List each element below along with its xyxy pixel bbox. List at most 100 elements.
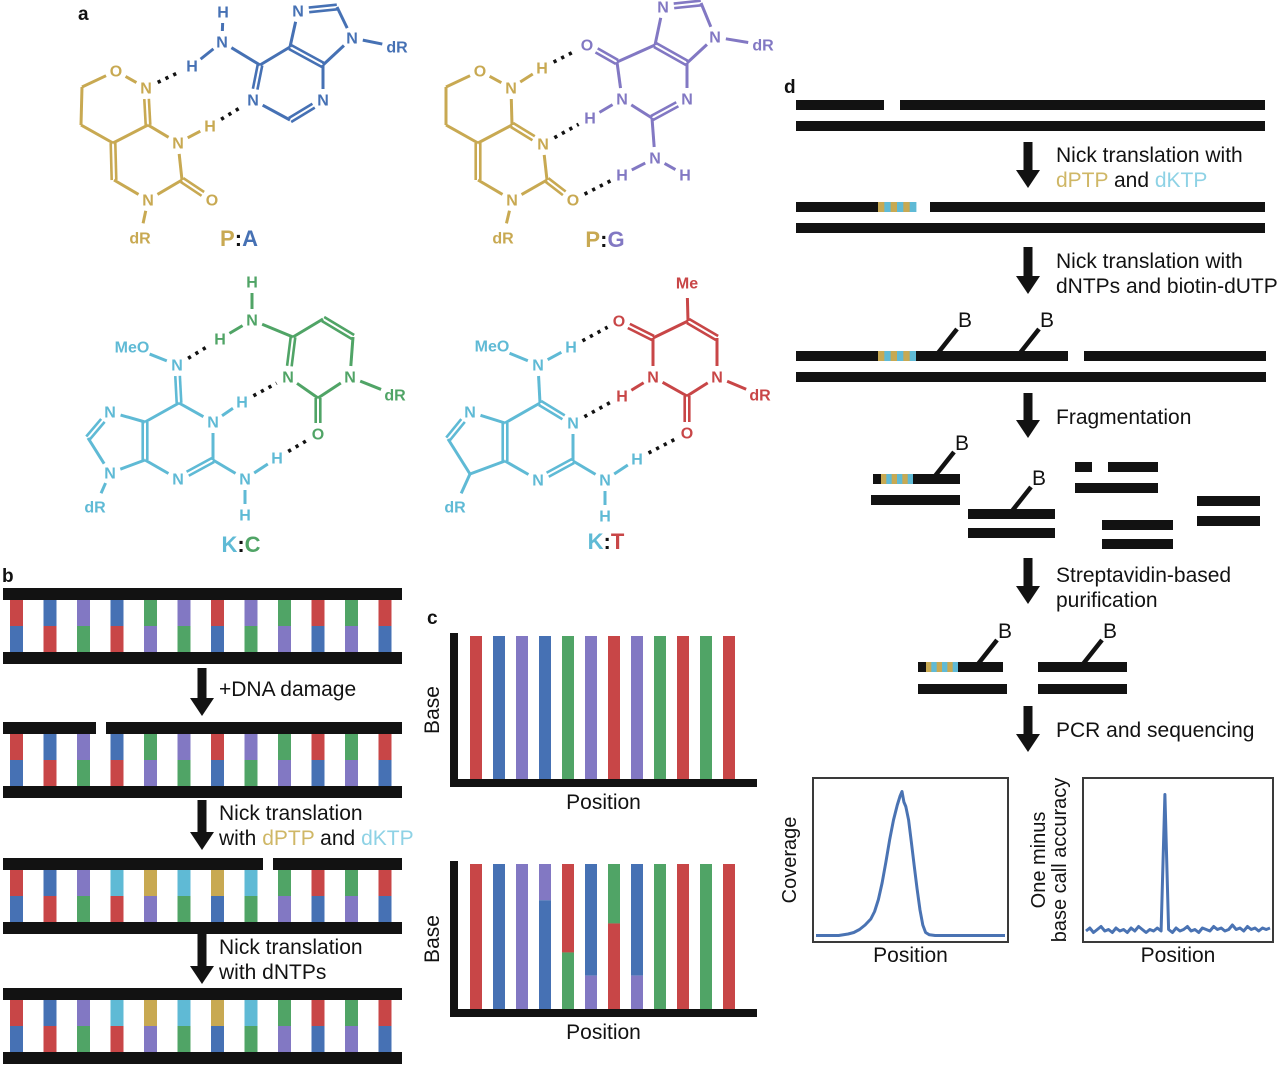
- base-bottom: [244, 1026, 258, 1052]
- converted-segment: [878, 202, 885, 212]
- base-bottom: [77, 760, 90, 786]
- base-top: [278, 734, 291, 760]
- atom-label: N: [537, 137, 549, 154]
- bond: [445, 74, 471, 89]
- atom-label: N: [282, 370, 294, 387]
- bond: [445, 123, 479, 145]
- atom-label: dR: [386, 40, 408, 57]
- converted-segment: [909, 202, 917, 212]
- converted-segment: [881, 474, 887, 484]
- bond: [349, 336, 355, 367]
- bond: [725, 37, 749, 45]
- bond: [544, 180, 564, 197]
- bond: [288, 21, 298, 48]
- pair-caption-PA: P:A: [220, 226, 258, 251]
- bond: [144, 401, 180, 424]
- base-bar: [562, 864, 574, 953]
- base-bottom: [211, 626, 224, 652]
- base-bottom: [43, 1026, 57, 1052]
- x-axis-label: Position: [566, 1021, 641, 1044]
- base-bar: [654, 864, 666, 1009]
- base-bar: [700, 864, 712, 1009]
- base-bottom: [110, 896, 124, 922]
- dna-fragment: [796, 372, 1266, 382]
- atom-label: H: [536, 61, 548, 78]
- atom-label: N: [104, 405, 116, 422]
- base-bottom: [311, 1026, 325, 1052]
- bond: [185, 456, 213, 473]
- base-top: [244, 870, 258, 896]
- base-bottom: [345, 760, 358, 786]
- flow-arrow-head: [190, 832, 214, 850]
- atom-label: N: [505, 81, 517, 98]
- base-top: [77, 600, 90, 626]
- bond: [261, 103, 291, 122]
- hydrogen-bond: [581, 325, 609, 343]
- dna-fragment: [1075, 462, 1092, 472]
- atom-label: N: [207, 415, 219, 432]
- converted-segment: [942, 662, 948, 672]
- converted-segment: [897, 202, 904, 212]
- panel-b-label: b: [2, 566, 14, 587]
- dna-fragment: [796, 100, 884, 110]
- bond: [685, 43, 708, 65]
- atom-label: N: [532, 473, 544, 490]
- atom-label: H: [565, 340, 577, 357]
- atom-label: MeO: [115, 340, 150, 357]
- atom-label: N: [172, 136, 184, 153]
- base-top: [177, 1000, 191, 1026]
- bond: [504, 459, 530, 476]
- base-bar: [677, 636, 689, 779]
- dna-duplex-4: [3, 988, 402, 1064]
- bond: [188, 460, 215, 477]
- bond: [540, 399, 566, 417]
- hydrogen-bond: [156, 69, 182, 85]
- bond: [309, 7, 338, 14]
- base-bottom: [378, 1026, 392, 1052]
- atom-label: dR: [84, 500, 106, 517]
- bond: [230, 46, 261, 67]
- hydrogen-bond: [647, 437, 677, 455]
- bond: [86, 437, 106, 465]
- base-bottom: [77, 1026, 90, 1052]
- base-bottom: [43, 896, 57, 922]
- atom-label: H: [631, 452, 643, 469]
- biotin-branch: [933, 450, 956, 478]
- atom-label: dR: [752, 38, 774, 55]
- bond: [323, 315, 355, 337]
- atom-label: N: [657, 0, 669, 17]
- bond: [156, 178, 183, 196]
- hydrogen-bond: [287, 439, 308, 453]
- step-label: Nick translation: [219, 802, 363, 825]
- bond: [445, 418, 463, 439]
- biotin-branch: [936, 327, 959, 355]
- bond: [508, 351, 529, 363]
- pair-caption-PG: P:G: [585, 227, 624, 252]
- hydrogen-bond: [583, 400, 612, 419]
- base-top: [278, 870, 291, 896]
- base-bottom: [177, 896, 191, 922]
- atom-label: Me: [676, 276, 698, 293]
- base-bottom: [244, 626, 258, 652]
- dna-fragment: [968, 528, 1055, 538]
- bond: [655, 41, 689, 63]
- base-bar: [539, 864, 551, 901]
- bond: [112, 123, 149, 145]
- base-top: [177, 734, 191, 760]
- bond: [631, 161, 646, 172]
- base-top: [278, 1000, 291, 1026]
- y-axis-label: base call accuracy: [1049, 778, 1071, 943]
- y-axis-label: Base: [421, 686, 444, 734]
- atom-label: N: [140, 81, 152, 98]
- bond: [292, 317, 324, 339]
- atom-label: O: [567, 193, 579, 210]
- converted-segment: [890, 351, 898, 361]
- atom-label: H: [616, 389, 628, 406]
